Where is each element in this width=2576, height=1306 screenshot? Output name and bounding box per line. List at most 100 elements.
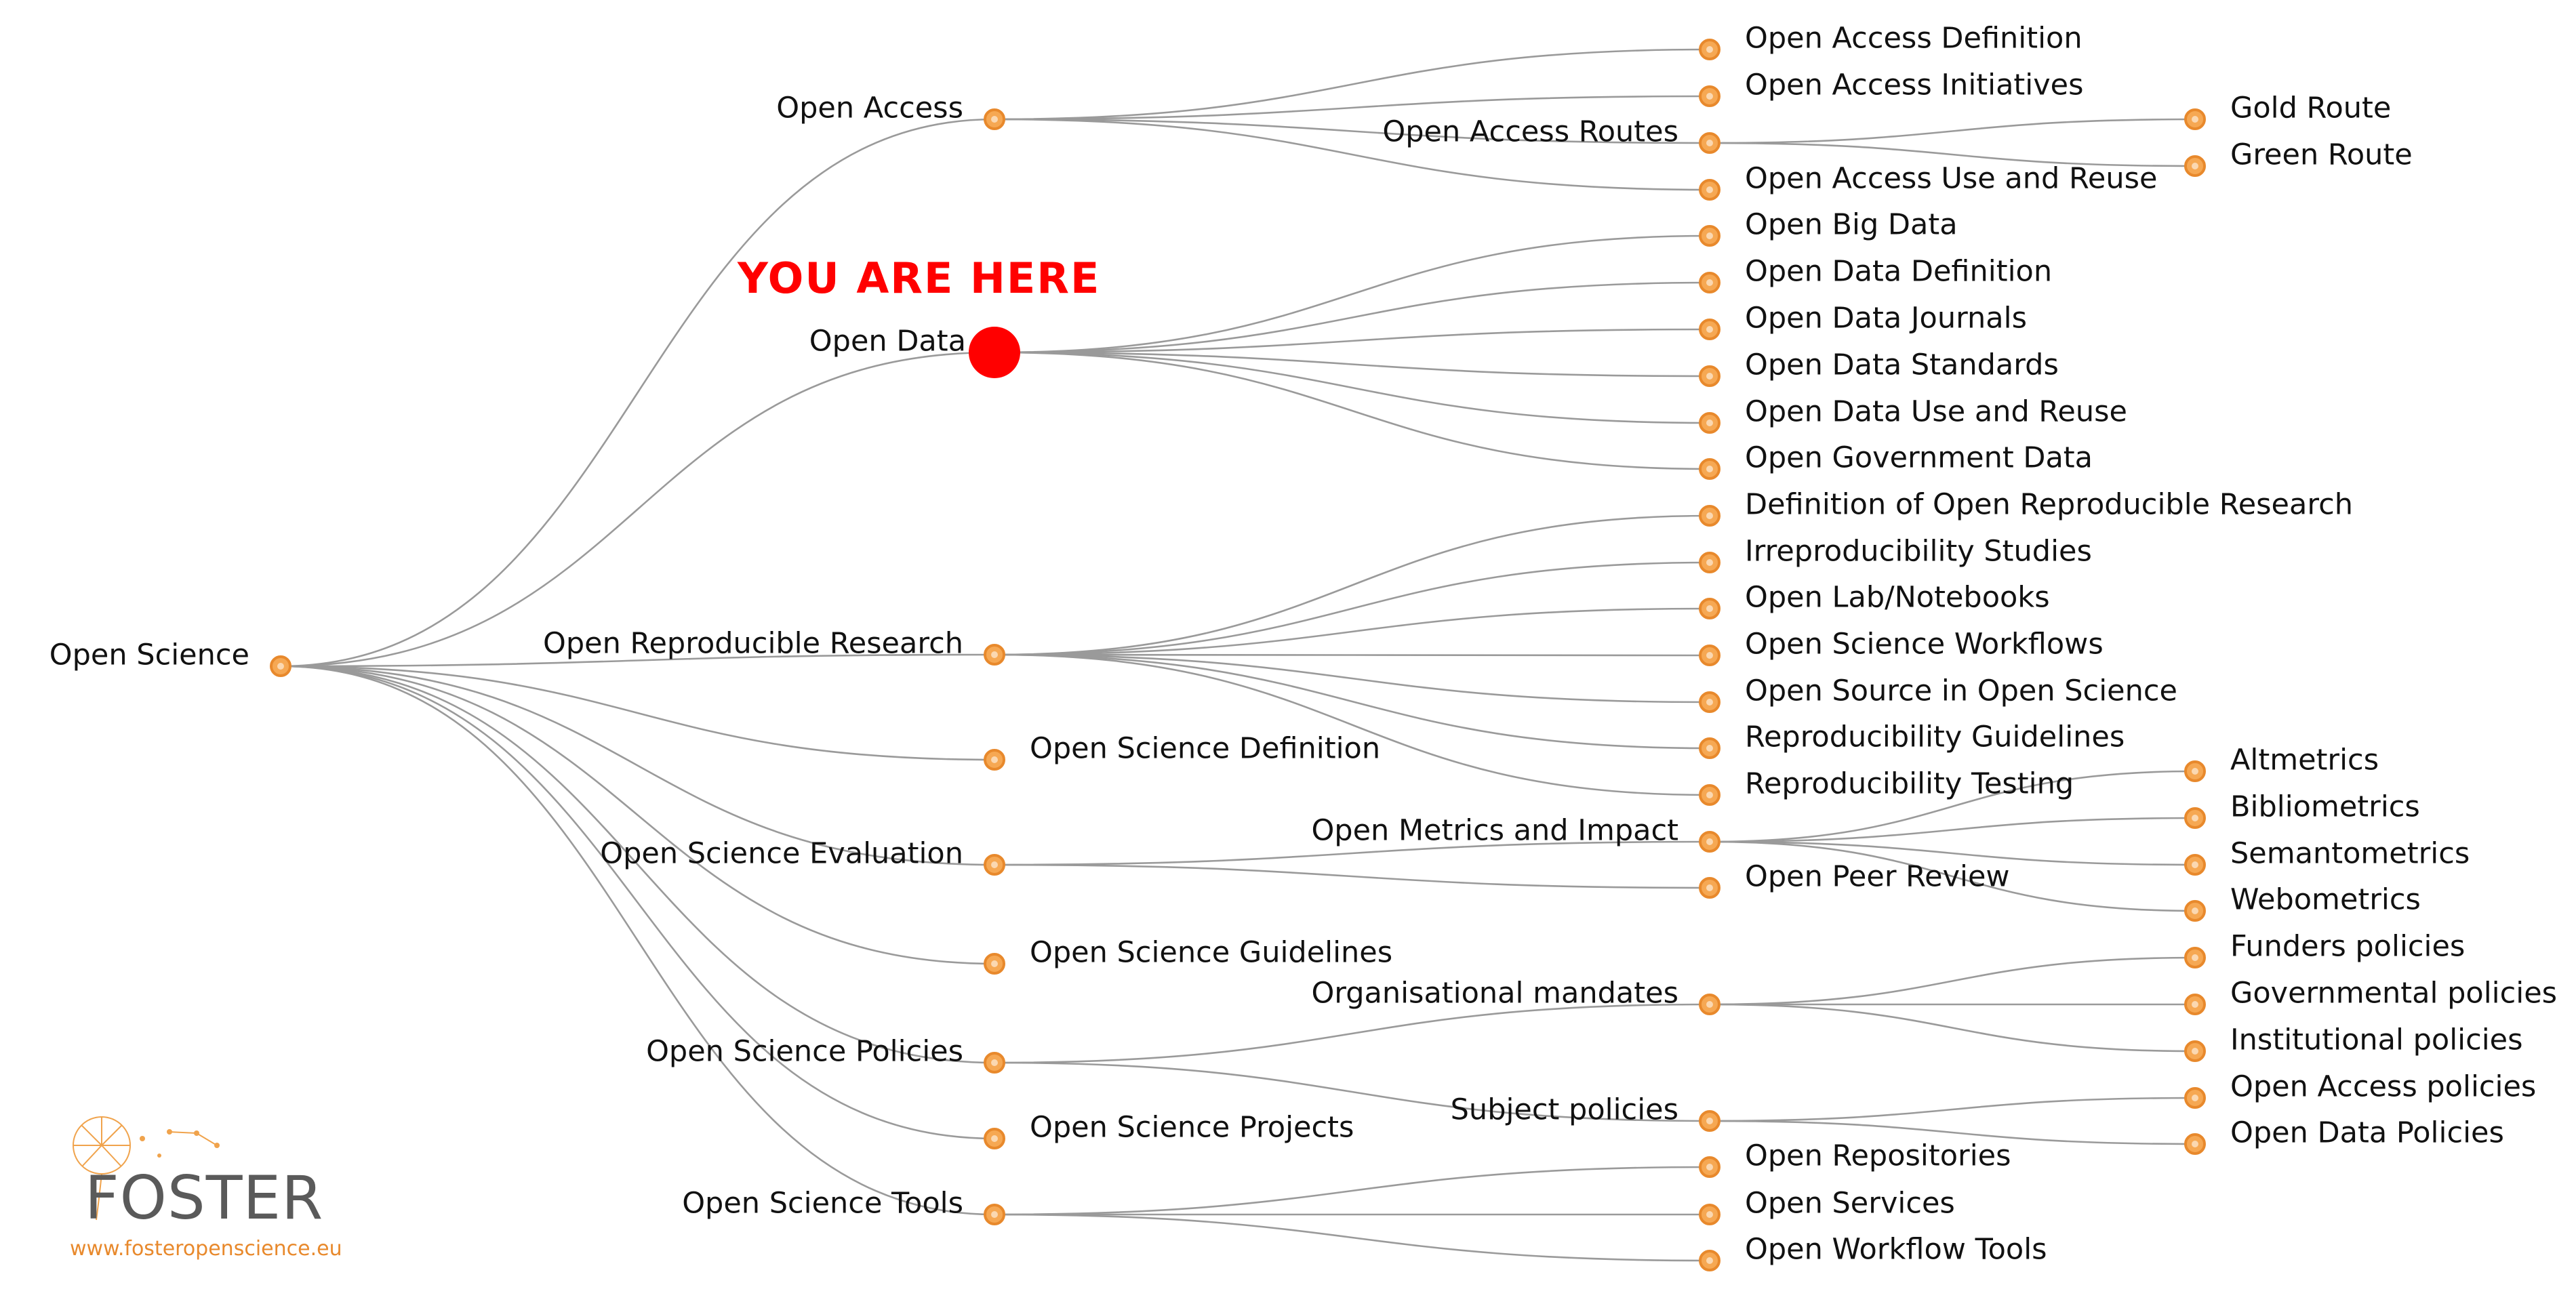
node-semantometrics-center: [2192, 861, 2198, 868]
label-open-science-tools[interactable]: Open Science Tools: [682, 1187, 963, 1221]
link-open-science-evaluation-to-open-peer-review: [994, 863, 1710, 889]
label-open-reproducible-research[interactable]: Open Reproducible Research: [543, 627, 963, 661]
label-open-big-data[interactable]: Open Big Data: [1745, 208, 1958, 242]
link-open-metrics-and-impact-to-bibliometrics: [1709, 817, 2196, 843]
link-open-science-to-open-science-evaluation: [280, 665, 995, 866]
tree-nodes: [270, 39, 2206, 1271]
link-open-access-to-open-access-definition: [994, 48, 1710, 121]
link-open-reproducible-research-to-reproducibility-testing: [994, 653, 1710, 796]
link-open-science-tools-to-open-workflow-tools: [994, 1213, 1710, 1262]
label-gold-route[interactable]: Gold Route: [2230, 91, 2391, 125]
node-open-science-evaluation-center: [991, 861, 998, 868]
label-open-workflow-tools[interactable]: Open Workflow Tools: [1745, 1233, 2047, 1267]
label-irreproducibility-studies[interactable]: Irreproducibility Studies: [1745, 535, 2092, 569]
link-organisational-mandates-to-institutional-policies: [1709, 1003, 2196, 1053]
label-open-science-evaluation[interactable]: Open Science Evaluation: [600, 837, 963, 871]
label-open-access-initiatives[interactable]: Open Access Initiatives: [1745, 68, 2084, 102]
node-institutional-policies-center: [2192, 1048, 2198, 1055]
label-open-access[interactable]: Open Access: [776, 91, 963, 125]
node-open-access-initiatives-center: [1706, 93, 1713, 100]
link-open-science-evaluation-to-open-metrics-and-impact: [994, 840, 1710, 866]
node-open-data-current-marker[interactable]: [969, 327, 1020, 378]
label-webometrics[interactable]: Webometrics: [2230, 883, 2421, 917]
node-open-source-in-open-science-center: [1706, 699, 1713, 706]
label-funders-policies[interactable]: Funders policies: [2230, 930, 2465, 964]
node-open-workflow-tools-center: [1706, 1257, 1713, 1264]
link-open-data-to-open-data-definition: [994, 281, 1710, 354]
link-open-metrics-and-impact-to-semantometrics: [1709, 840, 2196, 866]
link-subject-policies-to-open-data-policies: [1709, 1120, 2196, 1145]
node-green-route-center: [2192, 163, 2198, 169]
label-open-science-definition[interactable]: Open Science Definition: [1030, 732, 1380, 766]
label-open-data-journals[interactable]: Open Data Journals: [1745, 302, 2027, 335]
node-open-data-policies-center: [2192, 1141, 2198, 1147]
label-semantometrics[interactable]: Semantometrics: [2230, 837, 2470, 871]
label-open-access-definition[interactable]: Open Access Definition: [1745, 22, 2082, 56]
link-open-access-routes-to-green-route: [1709, 142, 2196, 167]
link-open-access-to-open-access-initiatives: [994, 95, 1710, 121]
label-open-science[interactable]: Open Science: [49, 638, 249, 672]
label-open-data[interactable]: Open Data: [809, 325, 966, 359]
link-open-science-to-open-science-projects: [280, 665, 995, 1140]
label-open-access-use-and-reuse[interactable]: Open Access Use and Reuse: [1745, 162, 2157, 196]
label-open-lab-notebooks[interactable]: Open Lab/Notebooks: [1745, 581, 2050, 615]
node-open-data-standards-center: [1706, 373, 1713, 380]
node-open-repositories-center: [1706, 1164, 1713, 1170]
label-open-data-policies[interactable]: Open Data Policies: [2230, 1116, 2504, 1150]
node-open-access-policies-center: [2192, 1095, 2198, 1101]
link-open-science-to-open-access: [280, 118, 995, 668]
label-open-science-projects[interactable]: Open Science Projects: [1030, 1111, 1354, 1145]
tree-links: [280, 48, 2196, 1262]
link-open-science-to-open-science-policies: [280, 665, 995, 1064]
label-open-science-policies[interactable]: Open Science Policies: [646, 1035, 963, 1069]
label-open-peer-review[interactable]: Open Peer Review: [1745, 860, 2010, 894]
label-open-science-guidelines[interactable]: Open Science Guidelines: [1030, 936, 1392, 970]
link-open-reproducible-research-to-open-source-in-open-science: [994, 653, 1710, 703]
link-open-data-to-open-government-data: [994, 351, 1710, 470]
link-open-science-to-open-data: [280, 351, 995, 668]
label-open-data-use-and-reuse[interactable]: Open Data Use and Reuse: [1745, 395, 2127, 429]
label-governmental-policies[interactable]: Governmental policies: [2230, 977, 2557, 1011]
label-reproducibility-testing[interactable]: Reproducibility Testing: [1745, 767, 2074, 801]
label-open-services[interactable]: Open Services: [1745, 1187, 1955, 1221]
link-open-reproducible-research-to-definition-of-open-reproducible-research: [994, 514, 1710, 656]
label-definition-of-open-reproducible-research[interactable]: Definition of Open Reproducible Research: [1745, 488, 2353, 522]
label-open-access-policies[interactable]: Open Access policies: [2230, 1070, 2536, 1104]
label-open-metrics-and-impact[interactable]: Open Metrics and Impact: [1311, 814, 1678, 848]
label-green-route[interactable]: Green Route: [2230, 138, 2413, 172]
link-open-reproducible-research-to-open-lab-notebooks: [994, 607, 1710, 656]
link-open-data-to-open-data-standards: [994, 351, 1710, 377]
label-open-access-routes[interactable]: Open Access Routes: [1382, 115, 1678, 149]
link-open-science-to-open-science-tools: [280, 665, 995, 1216]
label-open-data-definition[interactable]: Open Data Definition: [1745, 255, 2052, 289]
node-open-science-policies-center: [991, 1059, 998, 1066]
link-open-access-to-open-access-routes: [994, 118, 1710, 144]
label-altmetrics[interactable]: Altmetrics: [2230, 743, 2379, 777]
node-definition-of-open-reproducible-research-center: [1706, 512, 1713, 519]
link-open-access-routes-to-gold-route: [1709, 118, 2196, 144]
node-governmental-policies-center: [2192, 1001, 2198, 1008]
label-open-science-workflows[interactable]: Open Science Workflows: [1745, 628, 2104, 661]
node-open-reproducible-research-center: [991, 651, 998, 658]
node-open-metrics-and-impact-center: [1706, 838, 1713, 845]
label-subject-policies[interactable]: Subject policies: [1451, 1093, 1678, 1127]
label-reproducibility-guidelines[interactable]: Reproducibility Guidelines: [1745, 720, 2125, 754]
label-open-repositories[interactable]: Open Repositories: [1745, 1139, 2011, 1173]
node-open-science-guidelines-center: [991, 960, 998, 967]
foster-website-url: www.fosteropenscience.eu: [70, 1237, 342, 1261]
link-open-science-policies-to-organisational-mandates: [994, 1003, 1710, 1064]
link-subject-policies-to-open-access-policies: [1709, 1097, 2196, 1122]
node-funders-policies-center: [2192, 954, 2198, 961]
link-open-metrics-and-impact-to-altmetrics: [1709, 770, 2196, 843]
node-open-data-definition-center: [1706, 279, 1713, 286]
label-organisational-mandates[interactable]: Organisational mandates: [1311, 977, 1678, 1011]
label-open-data-standards[interactable]: Open Data Standards: [1745, 348, 2059, 382]
link-open-science-tools-to-open-repositories: [994, 1166, 1710, 1216]
label-bibliometrics[interactable]: Bibliometrics: [2230, 790, 2420, 824]
label-open-source-in-open-science[interactable]: Open Source in Open Science: [1745, 674, 2177, 708]
label-open-government-data[interactable]: Open Government Data: [1745, 441, 2093, 475]
node-open-lab-notebooks-center: [1706, 605, 1713, 612]
label-institutional-policies[interactable]: Institutional policies: [2230, 1023, 2523, 1057]
node-open-science-workflows-center: [1706, 652, 1713, 659]
